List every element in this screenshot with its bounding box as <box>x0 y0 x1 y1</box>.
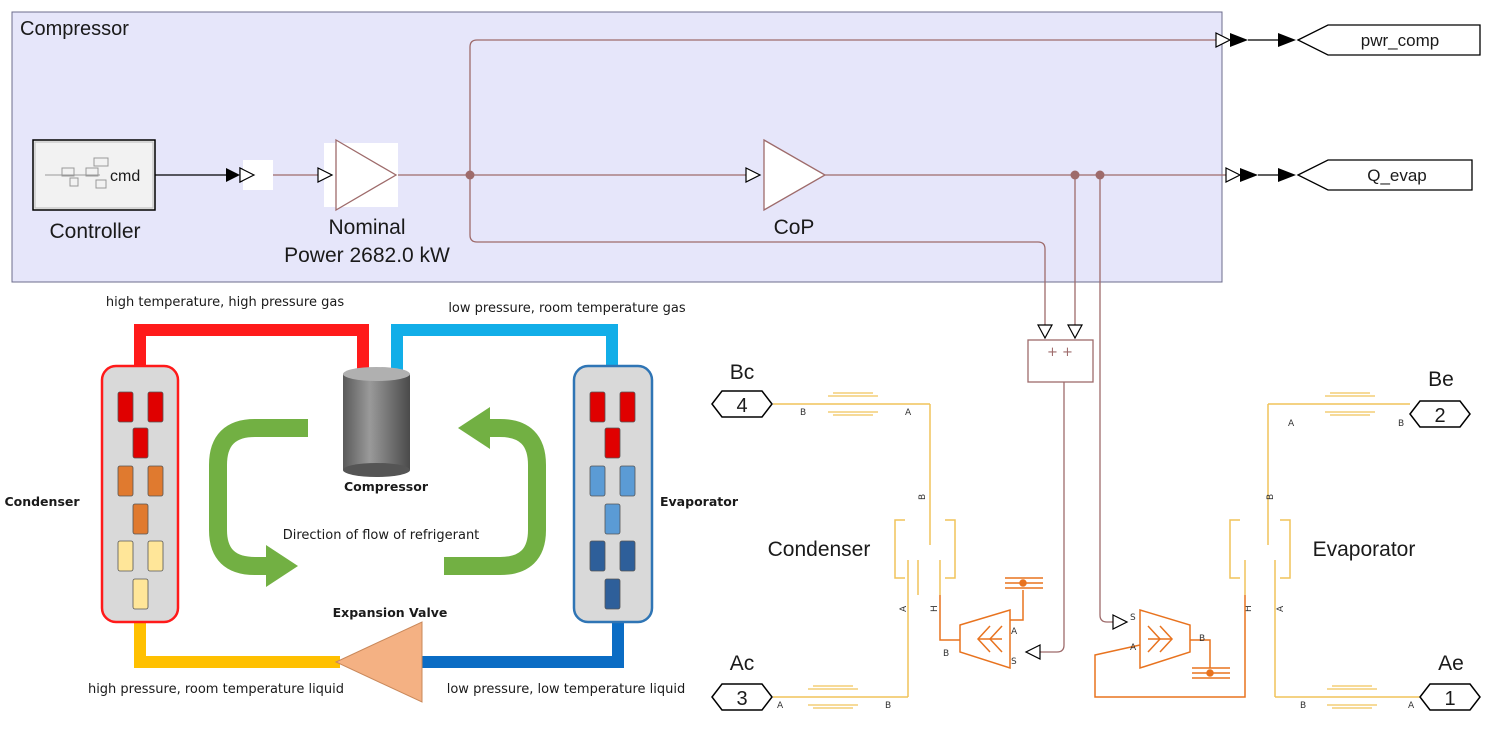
port-ae[interactable]: 1 Ae <box>1419 652 1481 711</box>
pipe-hot-gas <box>134 324 369 372</box>
port-ae-name: Ae <box>1438 652 1464 675</box>
port-be-name: Be <box>1428 368 1454 391</box>
evaporator-port-letters: B H A <box>1244 494 1286 612</box>
label-expansion-valve: Expansion Valve <box>333 605 448 620</box>
svg-text:B: B <box>1199 634 1205 644</box>
svg-text:A: A <box>1130 643 1137 653</box>
evaporator-label: Evaporator <box>1313 538 1416 561</box>
cop-gain-block[interactable] <box>745 138 827 212</box>
condenser-port-letters: B A H <box>899 494 940 612</box>
output-arrow-pwr <box>1215 32 1296 48</box>
thermal-pipes <box>773 403 1420 698</box>
label-cycle-condenser: Condenser <box>4 494 80 509</box>
goto-q-evap[interactable]: Q_evap <box>1296 159 1473 191</box>
refrigeration-cycle-illustration: high temperature, high pressure gas low … <box>4 295 739 703</box>
port-be[interactable]: 2 Be <box>1409 368 1471 428</box>
svg-text:B: B <box>885 701 891 711</box>
subsystem-title: Compressor <box>20 18 129 40</box>
port-ae-number: 1 <box>1444 688 1455 710</box>
label-flow-direction: Direction of flow of refrigerant <box>283 528 480 543</box>
condenser-source-ports: B A S <box>943 627 1018 667</box>
signal-lines <box>273 39 1228 653</box>
nominal-power-label-line1: Nominal <box>328 216 405 239</box>
svg-text:B: B <box>1266 494 1276 500</box>
controller-output-signal <box>155 160 273 190</box>
svg-text:B: B <box>800 408 806 418</box>
sum-block[interactable]: + + <box>1027 324 1094 383</box>
pipe-cold-liquid <box>420 622 624 668</box>
port-be-number: 2 <box>1434 405 1445 427</box>
flow-arrow-left-icon <box>209 419 308 587</box>
svg-text:A: A <box>905 408 912 418</box>
label-cycle-evaporator: Evaporator <box>660 494 739 509</box>
evaporator-source-ports: S A B <box>1130 613 1205 653</box>
svg-text:B: B <box>918 494 928 500</box>
label-cool-gas: low pressure, room temperature gas <box>448 301 686 316</box>
pipe-cool-gas <box>391 324 618 372</box>
label-cycle-compressor: Compressor <box>344 479 429 494</box>
svg-text:H: H <box>1244 605 1254 612</box>
port-bc-number: 4 <box>736 395 747 417</box>
svg-text:A: A <box>1408 701 1415 711</box>
q-evap-tag-label: Q_evap <box>1367 166 1427 185</box>
svg-text:B: B <box>1300 701 1306 711</box>
svg-text:S: S <box>1011 657 1017 667</box>
evaporator-heat-flow-source[interactable] <box>1094 595 1246 698</box>
cop-label: CoP <box>774 216 815 239</box>
svg-text:H: H <box>930 605 940 612</box>
evaporator-block[interactable] <box>1229 519 1291 595</box>
svg-text:A: A <box>899 605 909 612</box>
output-arrow-q-evap <box>1225 167 1296 183</box>
port-ac[interactable]: 3 Ac <box>711 652 773 711</box>
evaporator-signal-arrow <box>1112 614 1129 630</box>
pipe-segment-markers <box>808 392 1377 709</box>
signal-junctions <box>465 170 1105 180</box>
port-ac-number: 3 <box>736 688 747 710</box>
port-bc[interactable]: 4 Bc <box>711 361 773 418</box>
condenser-block[interactable] <box>894 519 956 595</box>
svg-text:A: A <box>1276 605 1286 612</box>
compressor-subsystem[interactable]: Compressor <box>11 11 1223 283</box>
cycle-expansion-valve-icon <box>334 621 423 703</box>
controller-port-label: cmd <box>110 168 140 185</box>
port-bc-name: Bc <box>730 361 755 384</box>
svg-text:A: A <box>1288 419 1295 429</box>
controller-block[interactable]: cmd <box>32 139 156 211</box>
svg-text:A: A <box>1011 627 1018 637</box>
condenser-label: Condenser <box>768 538 871 561</box>
nominal-power-label-line2: Power 2682.0 kW <box>284 244 450 267</box>
goto-pwr-comp[interactable]: pwr_comp <box>1296 24 1481 56</box>
cycle-evaporator <box>572 364 654 624</box>
pipe-liquid <box>134 622 340 668</box>
flow-arrow-right-icon <box>444 407 546 575</box>
port-ac-name: Ac <box>730 652 755 675</box>
cycle-condenser <box>100 364 180 624</box>
svg-text:S: S <box>1130 613 1136 623</box>
nominal-power-gain-block[interactable] <box>317 138 398 212</box>
label-cold-liquid: low pressure, low temperature liquid <box>447 682 686 697</box>
svg-text:A: A <box>777 701 784 711</box>
condenser-heat-flow-source[interactable] <box>939 577 1043 670</box>
svg-text:B: B <box>1398 419 1404 429</box>
controller-label: Controller <box>49 220 140 243</box>
label-liquid: high pressure, room temperature liquid <box>88 682 344 697</box>
label-hot-gas: high temperature, high pressure gas <box>106 295 344 310</box>
cycle-compressor-icon <box>343 367 410 477</box>
pipe-port-letters: B A A B A B B A <box>777 408 1415 711</box>
svg-text:B: B <box>943 649 949 659</box>
condenser-signal-arrow <box>1024 644 1041 660</box>
sum-signs: + + <box>1047 345 1073 360</box>
controller-thumbnail-icon <box>45 157 109 189</box>
pwr-comp-tag-label: pwr_comp <box>1361 31 1439 50</box>
